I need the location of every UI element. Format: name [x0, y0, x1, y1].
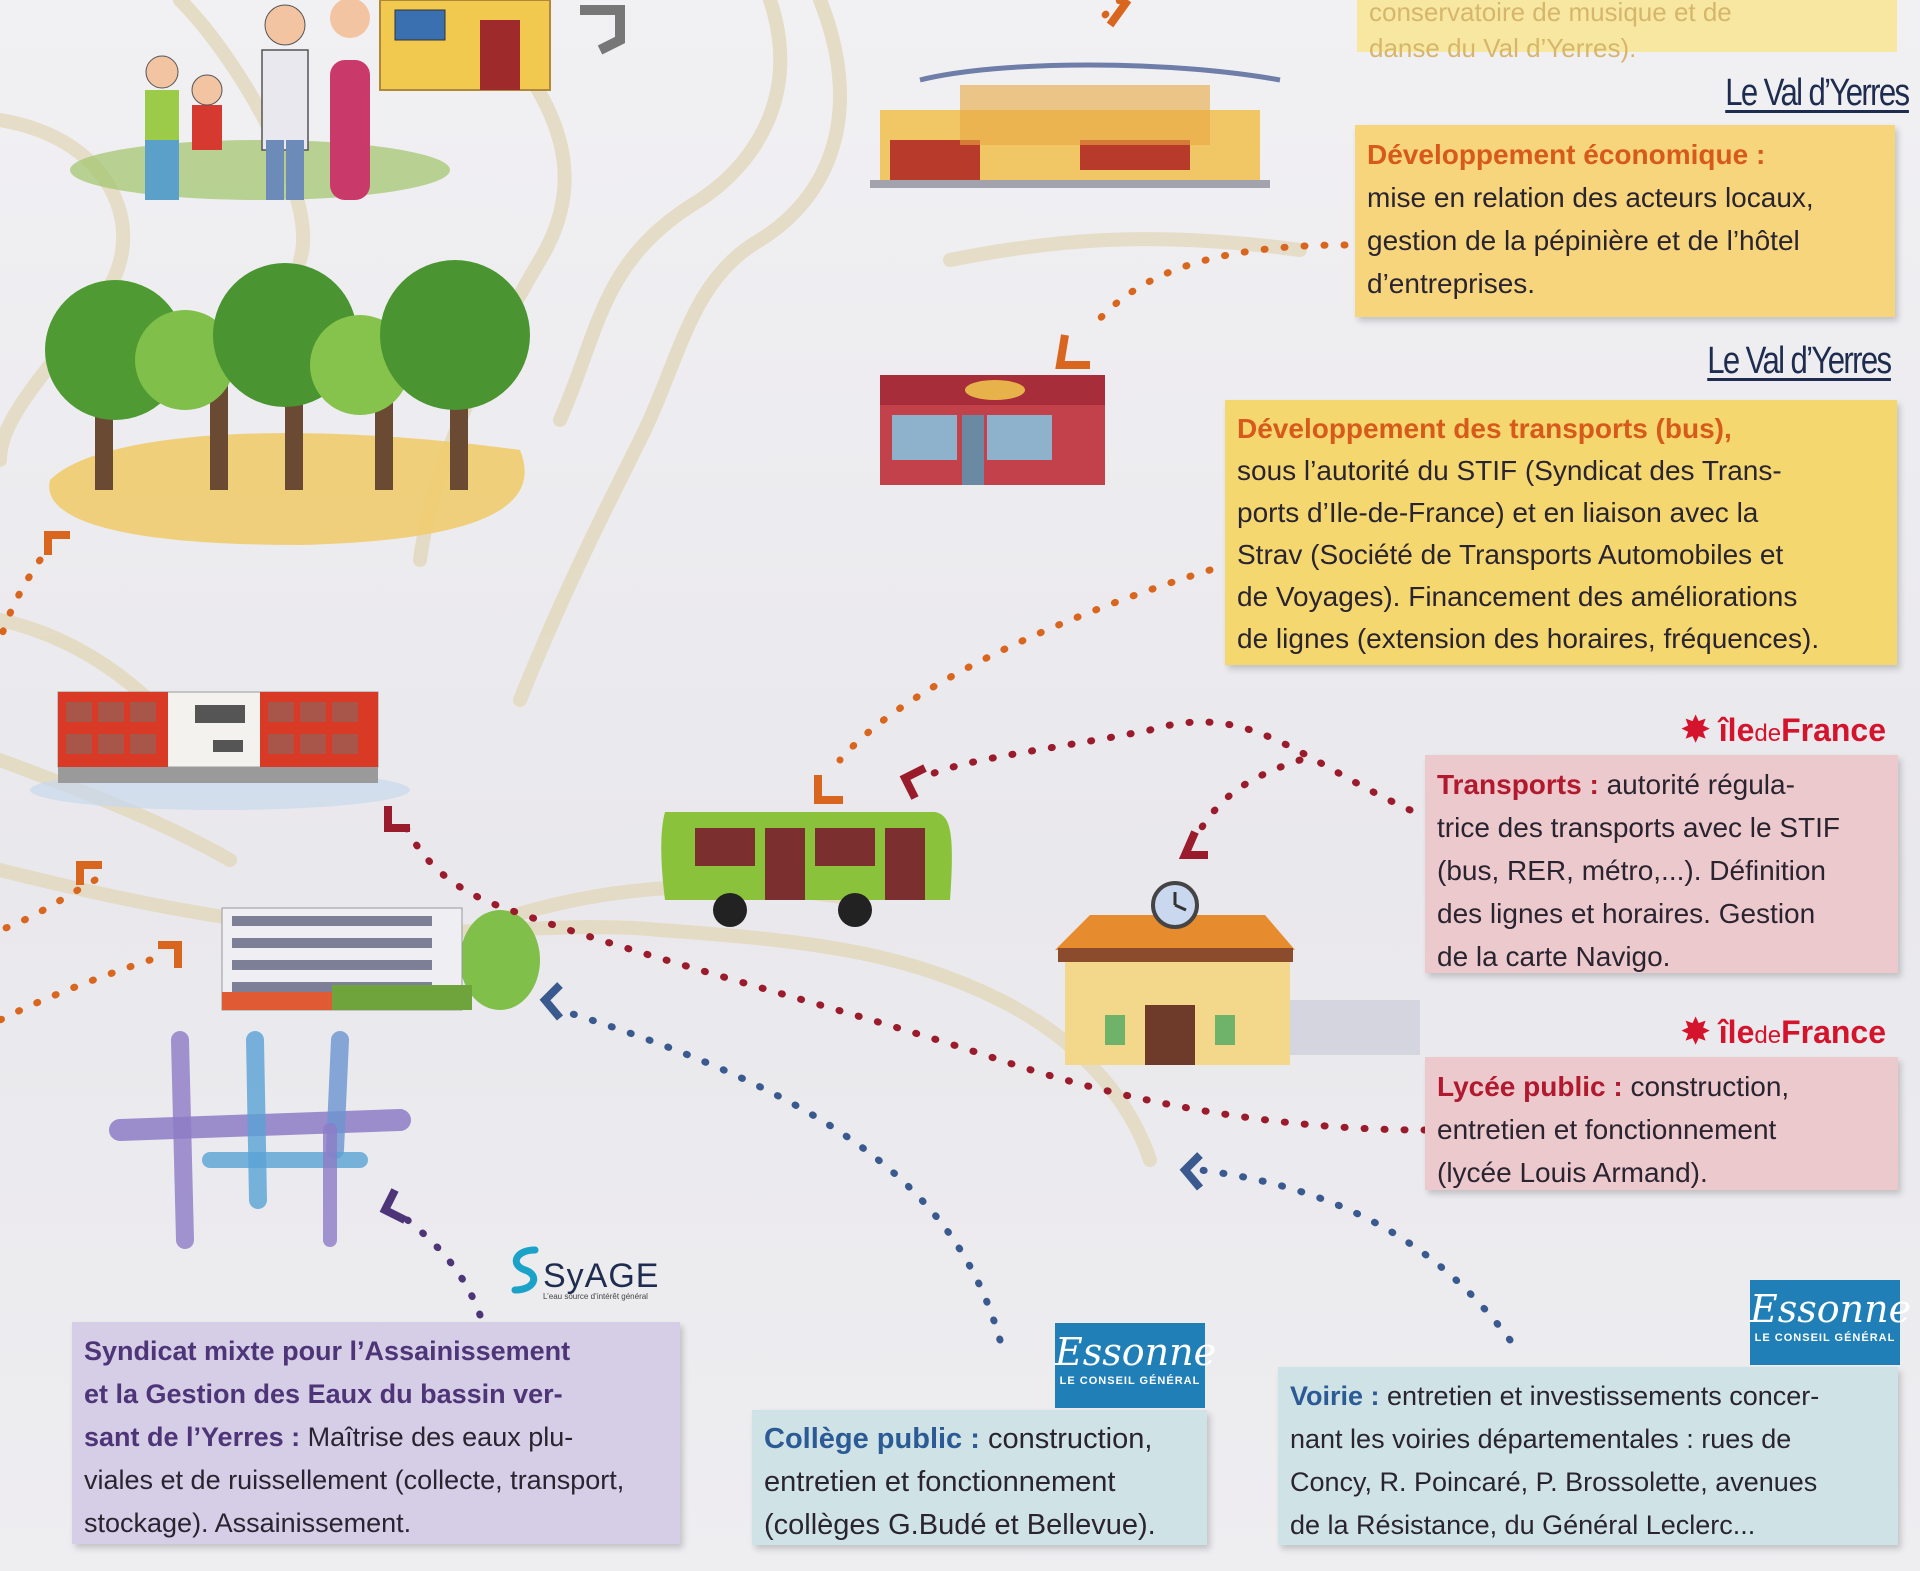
orange-dotted-connectors — [0, 0, 1349, 1024]
dev-eco-line-1: mise en relation des acteurs locaux, — [1367, 182, 1814, 213]
dev-bus-line-2: ports d’Ile-de-France) et en liaison ave… — [1237, 497, 1759, 528]
syage-logo-word: SyAGE — [543, 1257, 660, 1295]
voirie-line-2: Concy, R. Poincaré, P. Brossolette, aven… — [1290, 1467, 1818, 1497]
syage-box: Syndicat mixte pour l’Assainissement et … — [72, 1322, 680, 1544]
iledefrance-logo-1-de: de — [1754, 720, 1782, 747]
lycee-line-2: (lycée Louis Armand). — [1437, 1157, 1708, 1188]
voirie-title: Voirie : — [1290, 1381, 1380, 1411]
dev-bus-line-5: de lignes (extension des horaires, fréqu… — [1237, 623, 1820, 654]
blue-dotted-connectors — [556, 1006, 1514, 1344]
syage-line-4: viales et de ruissellement (collecte, tr… — [84, 1465, 625, 1495]
lycee-line-1: entretien et fonctionnement — [1437, 1114, 1777, 1145]
dev-eco-title: Développement économique : — [1367, 139, 1766, 170]
essonne-logo-2: Essonne LE CONSEIL GÉNÉRAL — [1750, 1280, 1912, 1365]
val-yerres-logo-2-text: Le Val d’Yerres — [1706, 340, 1892, 382]
family-illustration — [70, 0, 625, 200]
conservatoire-line-1: conservatoire de musique et de — [1369, 0, 1732, 27]
conservatoire-box: conservatoire de musique et de danse du … — [1357, 0, 1897, 63]
station-illustration — [1055, 881, 1420, 1065]
transports-title: Transports : — [1437, 769, 1599, 800]
voirie-line-1: nant les voiries départementales : rues … — [1290, 1424, 1792, 1454]
val-yerres-logo-2-underline — [1706, 378, 1890, 381]
red-dotted-connectors — [396, 718, 1429, 1134]
transports-box: Transports : autorité régula- trice des … — [1425, 755, 1898, 973]
college-title: Collège public : — [764, 1423, 980, 1455]
syage-title-line-3: sant de l’Yerres : — [84, 1422, 301, 1452]
office-illustration — [221, 907, 540, 1011]
dev-bus-line-4: de Voyages). Financement des amélioratio… — [1237, 581, 1798, 612]
star-icon: ✸ — [1681, 711, 1710, 749]
shop-illustration — [880, 375, 1105, 485]
transports-line-4: de la carte Navigo. — [1437, 941, 1671, 972]
water-pipes-illustration — [109, 1031, 411, 1249]
forest-illustration — [45, 260, 530, 545]
syage-logo-tagline: L’eau source d’intérêt général — [543, 1292, 648, 1301]
val-yerres-logo-2: Le Val d’Yerres — [1706, 340, 1892, 383]
bus-illustration — [661, 812, 952, 927]
lycee-box: Lycée public : construction, entretien e… — [1425, 1057, 1898, 1190]
iledefrance-logo-2-france: France — [1781, 1014, 1886, 1050]
essonne-logo-2-script: Essonne — [1750, 1287, 1912, 1331]
iledefrance-logo-2-ile: île — [1718, 1014, 1755, 1050]
conservatoire-line-2: danse du Val d’Yerres). — [1369, 33, 1637, 63]
syage-logo: SyAGE L’eau source d’intérêt général — [505, 1245, 659, 1301]
dev-bus-line-1: sous l’autorité du STIF (Syndicat des Tr… — [1237, 455, 1782, 486]
essonne-logo-1: Essonne LE CONSEIL GÉNÉRAL — [1055, 1323, 1217, 1408]
dev-eco-line-2: gestion de la pépinière et de l’hôtel — [1367, 225, 1800, 256]
iledefrance-logo-1-france: France — [1781, 712, 1886, 748]
voirie-line-3: de la Résistance, du Général Leclerc... — [1290, 1510, 1756, 1540]
transports-line-1: trice des transports avec le STIF — [1437, 812, 1841, 843]
lycee-title: Lycée public : — [1437, 1071, 1623, 1102]
dev-bus-line-3: Strav (Société de Transports Automobiles… — [1237, 539, 1784, 570]
lycee-line-0: construction, — [1622, 1071, 1790, 1102]
syage-line-3-rest: Maîtrise des eaux plu- — [300, 1422, 574, 1452]
arrow-heads — [44, 0, 1208, 1224]
essonne-logo-2-sub: LE CONSEIL GÉNÉRAL — [1754, 1332, 1896, 1344]
college-line-2: (collèges G.Budé et Bellevue). — [764, 1509, 1156, 1541]
building-illustration-top — [870, 62, 1281, 188]
purple-dotted-connector — [391, 1206, 484, 1319]
star-icon: ✸ — [1681, 1013, 1710, 1051]
dev-eco-box: Développement économique : mise en relat… — [1355, 125, 1895, 317]
college-line-0: construction, — [979, 1423, 1153, 1455]
essonne-logo-1-script: Essonne — [1055, 1330, 1217, 1374]
transports-line-2: (bus, RER, métro,...). Définition — [1437, 855, 1827, 886]
voirie-line-0: entretien et investissements concer- — [1379, 1381, 1820, 1411]
val-yerres-logo-1-underline — [1724, 110, 1908, 113]
essonne-logo-1-sub: LE CONSEIL GÉNÉRAL — [1059, 1375, 1201, 1387]
transports-line-0: autorité régula- — [1598, 769, 1795, 800]
college-line-1: entretien et fonctionnement — [764, 1466, 1116, 1498]
dev-bus-title: Développement des transports (bus), — [1237, 413, 1732, 444]
school-illustration — [30, 691, 410, 810]
transports-line-3: des lignes et horaires. Gestion — [1437, 898, 1816, 929]
dev-eco-line-3: d’entreprises. — [1367, 268, 1536, 299]
voirie-box: Voirie : entretien et investissements co… — [1278, 1367, 1898, 1545]
college-box: Collège public : construction, entretien… — [752, 1410, 1207, 1545]
val-yerres-logo-1: Le Val d’Yerres — [1724, 72, 1910, 115]
syage-title-line-1: Syndicat mixte pour l’Assainissement — [84, 1336, 571, 1366]
iledefrance-logo-2-de: de — [1754, 1022, 1782, 1049]
syage-line-5: stockage). Assainissement. — [84, 1508, 412, 1538]
syage-swirl-icon — [511, 1246, 539, 1294]
dev-bus-box: Développement des transports (bus), sous… — [1225, 400, 1897, 665]
syage-title-line-2: et la Gestion des Eaux du bassin ver- — [84, 1379, 563, 1409]
iledefrance-logo-2: ✸ îledeFrance — [1681, 1012, 1886, 1052]
val-yerres-logo-1-text: Le Val d’Yerres — [1724, 72, 1910, 114]
iledefrance-logo-1: ✸ îledeFrance — [1681, 710, 1886, 750]
iledefrance-logo-1-ile: île — [1718, 712, 1755, 748]
